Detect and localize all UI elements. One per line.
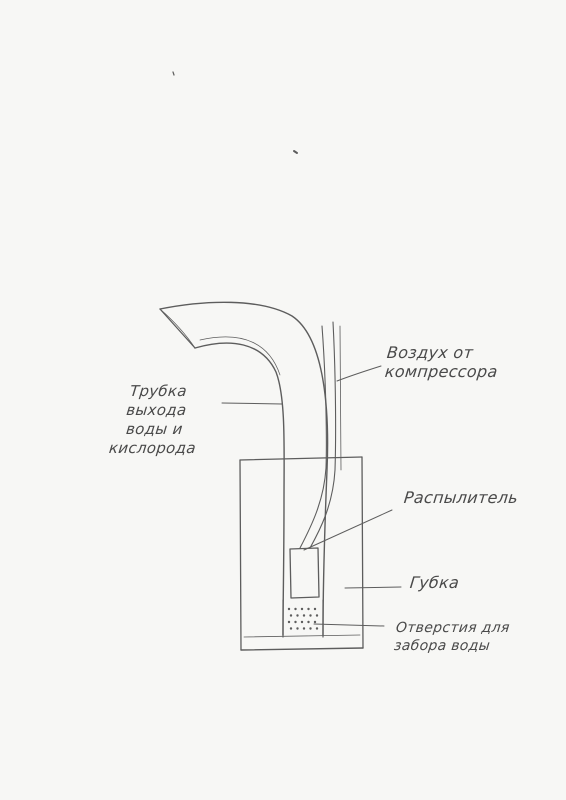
tube-mouth-top bbox=[159, 308, 196, 349]
container-left-wall bbox=[239, 459, 242, 651]
leader-air bbox=[336, 365, 382, 382]
label-line: выхода bbox=[125, 401, 188, 419]
label-sponge: Губка bbox=[409, 573, 460, 592]
intake-hole bbox=[294, 607, 297, 611]
label-air-from-compressor: Воздух от компрессора bbox=[384, 343, 501, 381]
intake-hole bbox=[294, 620, 297, 624]
label-line: Губка bbox=[409, 573, 461, 592]
container-top-edge bbox=[239, 456, 363, 461]
container-right-wall bbox=[361, 456, 364, 649]
label-line: воды и bbox=[125, 420, 184, 438]
tube-outer-contour bbox=[159, 301, 329, 636]
intake-hole bbox=[307, 620, 310, 624]
intake-hole bbox=[296, 614, 299, 617]
air-hose-left bbox=[299, 325, 327, 549]
label-outlet-tube: Трубка выхода воды и кислорода bbox=[108, 382, 203, 458]
intake-hole bbox=[313, 620, 317, 624]
air-hose-far bbox=[339, 325, 342, 471]
label-line: Трубка bbox=[129, 382, 188, 400]
intake-hole bbox=[315, 627, 319, 630]
air-hose bbox=[299, 321, 342, 549]
outlet-tube bbox=[159, 301, 329, 638]
tube-highlight bbox=[199, 336, 281, 376]
intake-hole bbox=[307, 607, 310, 611]
intake-hole bbox=[309, 614, 312, 617]
label-water-holes: Отверстия для забора воды bbox=[393, 619, 510, 655]
intake-hole bbox=[296, 627, 299, 630]
tube-mouth-back bbox=[159, 308, 196, 349]
intake-hole bbox=[300, 620, 304, 624]
container-bottom-edge bbox=[240, 647, 364, 651]
air-hose-right bbox=[309, 321, 337, 549]
leader-holes bbox=[313, 623, 385, 627]
label-line: Воздух от bbox=[386, 343, 475, 362]
leader-lines bbox=[221, 365, 402, 627]
label-line: кислорода bbox=[108, 439, 197, 457]
sprayer bbox=[289, 547, 320, 599]
intake-hole bbox=[309, 627, 312, 630]
sponge-container bbox=[239, 456, 364, 651]
intake-hole bbox=[302, 614, 306, 617]
sprayer-body bbox=[289, 547, 320, 599]
label-line: компрессора bbox=[384, 362, 499, 381]
intake-holes bbox=[287, 607, 319, 630]
intake-hole bbox=[300, 607, 304, 611]
container-inner-bottom bbox=[243, 634, 361, 638]
intake-hole bbox=[302, 627, 306, 630]
label-line: Отверстия для bbox=[395, 620, 511, 636]
label-sprayer: Распылитель bbox=[403, 488, 519, 507]
stray-mark bbox=[293, 150, 298, 154]
leader-sponge bbox=[344, 586, 402, 589]
intake-hole bbox=[287, 607, 291, 611]
stray-mark bbox=[172, 71, 175, 76]
label-line: забора воды bbox=[393, 638, 491, 654]
leader-sprayer bbox=[303, 509, 393, 551]
intake-hole bbox=[289, 627, 293, 630]
intake-hole bbox=[289, 614, 293, 617]
leader-tube bbox=[221, 402, 283, 405]
intake-hole bbox=[315, 614, 319, 617]
tube-inner-contour bbox=[194, 342, 285, 636]
intake-hole bbox=[287, 620, 291, 624]
label-line: Распылитель bbox=[403, 488, 520, 507]
intake-hole bbox=[313, 607, 317, 611]
